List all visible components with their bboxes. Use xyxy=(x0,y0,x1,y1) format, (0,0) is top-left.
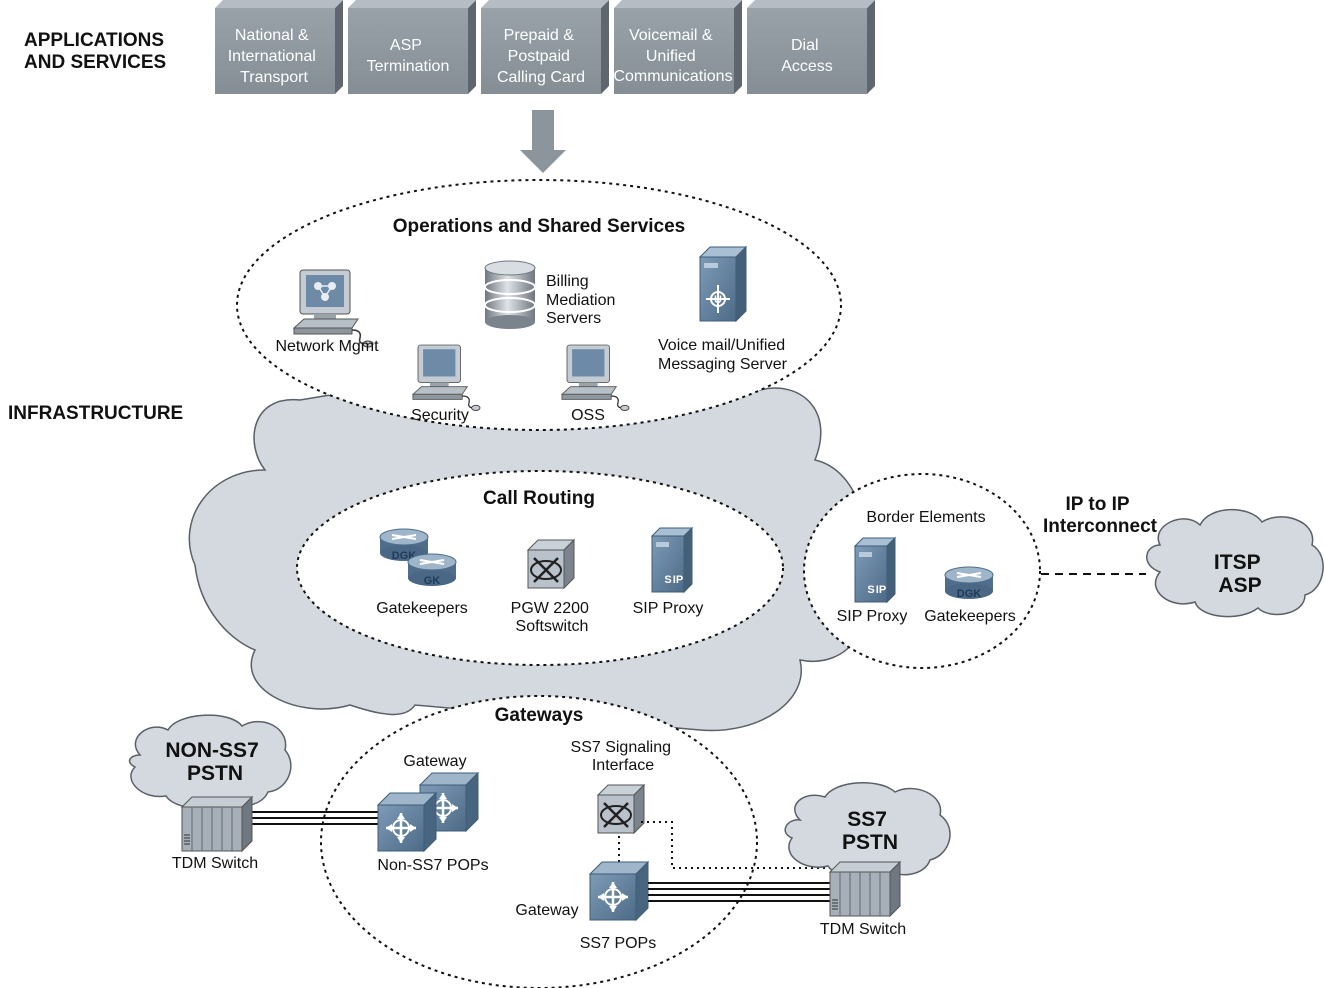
app-box-asp-termination: ASP Termination xyxy=(348,0,476,94)
svg-text:S: S xyxy=(867,584,874,596)
border-sip-proxy-server-icon: S IP xyxy=(854,537,896,603)
app-box-national-transport: National & International Transport xyxy=(215,0,343,94)
gatekeepers-label: Gatekeepers xyxy=(376,600,468,617)
ss7-signaling-interface-icon xyxy=(596,783,646,835)
svg-text:GK: GK xyxy=(424,575,441,587)
voicemail-server-icon: U xyxy=(698,245,748,323)
security-label: Security xyxy=(411,407,469,424)
operations-title: Operations and Shared Services xyxy=(393,216,686,237)
ss7-pstn-cloud xyxy=(784,782,951,877)
svg-text:S: S xyxy=(664,574,671,586)
app-box-voicemail-uc: Voicemail & Unified Communications xyxy=(613,0,742,94)
non-ss7-trunk-lines xyxy=(252,811,380,825)
ss7-interface-label: SS7 Signaling Interface xyxy=(571,739,676,774)
application-boxes: National & International Transport ASP T… xyxy=(215,0,875,94)
border-gatekeepers-router-icon: DGK xyxy=(944,566,994,600)
billing-label: Billing Mediation Servers xyxy=(546,273,620,327)
gatekeepers-router-icon: DGK GK xyxy=(379,528,457,587)
network-mgmt-workstation-icon xyxy=(293,269,374,348)
infrastructure-heading: INFRASTRUCTURE xyxy=(8,403,183,424)
svg-text:U: U xyxy=(714,294,722,306)
app-box-dial-access-label: Dial Access xyxy=(781,37,833,75)
down-arrow-icon xyxy=(520,110,566,173)
itsp-asp-cloud xyxy=(1146,508,1324,618)
border-elements-ellipse xyxy=(803,473,1041,669)
non-ss7-pstn-label: NON-SS7 PSTN xyxy=(165,739,264,785)
svg-text:DGK: DGK xyxy=(957,588,982,600)
ss7-pops-label: SS7 POPs xyxy=(580,935,656,952)
billing-database-icon xyxy=(484,260,536,329)
interconnect-label: IP to IP Interconnect xyxy=(1043,494,1158,537)
applications-heading-line2: AND SERVICES xyxy=(24,52,166,73)
itsp-asp-label: ITSP ASP xyxy=(1214,551,1266,597)
gateway-top-label: Gateway xyxy=(403,753,466,770)
ss7-trunk-lines xyxy=(648,882,833,902)
ss7-pstn-label: SS7 PSTN xyxy=(842,808,898,854)
svg-text:IP: IP xyxy=(876,584,886,596)
app-box-voicemail-uc-label: Voicemail & Unified Communications xyxy=(613,27,732,85)
ss7-signaling-link xyxy=(641,821,833,869)
app-box-calling-card-label: Prepaid & Postpaid Calling Card xyxy=(497,27,585,86)
gateways-ellipse xyxy=(320,695,758,988)
tdm-switch-left-label: TDM Switch xyxy=(172,855,258,872)
svg-text:IP: IP xyxy=(673,574,683,586)
app-box-calling-card: Prepaid & Postpaid Calling Card xyxy=(481,0,609,94)
border-gatekeepers-label: Gatekeepers xyxy=(924,608,1016,625)
border-sip-proxy-label: SIP Proxy xyxy=(837,608,908,625)
call-routing-sip-proxy-label: SIP Proxy xyxy=(633,600,704,617)
pgw-softswitch-icon xyxy=(526,538,576,590)
applications-heading-line1: APPLICATIONS xyxy=(24,30,164,51)
border-elements-title: Border Elements xyxy=(866,509,985,526)
non-ss7-pops-label: Non-SS7 POPs xyxy=(377,857,488,874)
non-ss7-pstn-cloud xyxy=(128,714,292,809)
sip-proxy-server-icon: S IP xyxy=(651,527,693,593)
tdm-switch-right-label: TDM Switch xyxy=(820,921,906,938)
call-routing-title: Call Routing xyxy=(483,488,595,509)
tdm-switch-left-icon xyxy=(181,796,253,852)
pgw-label: PGW 2200 Softswitch xyxy=(511,600,594,635)
gateways-title: Gateways xyxy=(495,705,584,726)
app-box-asp-termination-label: ASP Termination xyxy=(367,37,450,75)
tdm-switch-right-icon xyxy=(829,861,901,917)
operations-ellipse xyxy=(236,179,842,431)
gateway-switch-front-icon xyxy=(376,791,438,853)
gateway-bottom-label: Gateway xyxy=(515,902,578,919)
gateway-ss7-switch-icon xyxy=(588,860,650,922)
network-mgmt-label: Network Mgmt xyxy=(275,338,379,355)
app-box-dial-access: Dial Access xyxy=(747,0,875,94)
app-box-national-transport-label: National & International Transport xyxy=(228,27,321,86)
voicemail-label: Voice mail/Unified Messaging Server xyxy=(658,337,790,373)
oss-label: OSS xyxy=(571,407,605,424)
applications-heading: APPLICATIONS AND SERVICES xyxy=(24,30,169,73)
